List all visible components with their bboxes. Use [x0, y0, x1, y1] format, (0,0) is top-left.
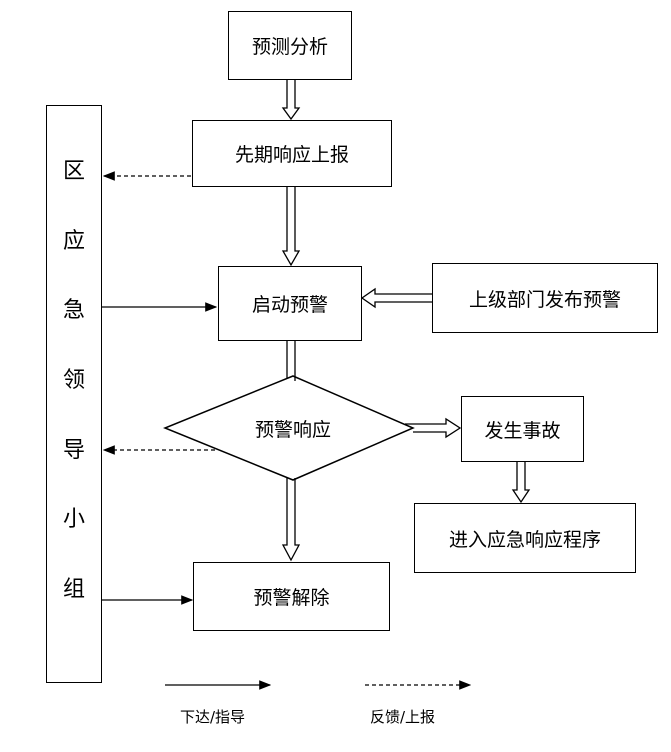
early-response-report-box[interactable]: 先期响应上报 — [192, 120, 392, 187]
warning-response-label-wrap: 预警响应 — [225, 412, 361, 444]
forecast-analysis-box[interactable]: 预测分析 — [228, 11, 352, 80]
superior-warning-label: 上级部门发布预警 — [468, 288, 621, 311]
flow-arrow-forecast-to-report — [281, 79, 301, 121]
leader-group-char: 导 — [62, 437, 85, 463]
emergency-procedure-label: 进入应急响应程序 — [448, 528, 601, 551]
accident-box[interactable]: 发生事故 — [461, 396, 584, 462]
legend-solid-label: 下达/指导 — [180, 708, 246, 726]
leader-group-box[interactable]: 区 应 急 领 导 小 组 — [46, 105, 102, 683]
flow-arrow-response-to-accident — [405, 417, 462, 439]
leader-group-char: 小 — [62, 507, 85, 533]
flow-arrow-report-to-start — [281, 186, 301, 267]
flow-line-start-to-response — [286, 340, 296, 381]
start-warning-box[interactable]: 启动预警 — [218, 266, 362, 341]
leader-group-char: 领 — [62, 367, 85, 393]
warning-lift-label: 预警解除 — [253, 587, 330, 609]
warning-response-diamond[interactable] — [163, 375, 415, 481]
start-warning-label: 启动预警 — [251, 294, 328, 316]
flow-arrow-accident-to-procedure — [511, 462, 531, 504]
emergency-procedure-box[interactable]: 进入应急响应程序 — [414, 503, 636, 573]
leader-group-char: 急 — [62, 298, 85, 324]
flow-arrow-response-to-lift — [281, 478, 301, 562]
legend-dashed-label: 反馈/上报 — [370, 708, 436, 726]
warning-lift-box[interactable]: 预警解除 — [193, 562, 390, 631]
superior-warning-box[interactable]: 上级部门发布预警 — [432, 263, 658, 333]
forecast-analysis-label: 预测分析 — [251, 36, 328, 58]
leader-group-char: 应 — [62, 228, 85, 254]
accident-label: 发生事故 — [484, 419, 561, 442]
warning-response-label: 预警响应 — [254, 418, 331, 441]
leader-group-char: 区 — [62, 158, 85, 184]
leader-group-char: 组 — [62, 577, 85, 603]
early-response-report-label: 先期响应上报 — [234, 144, 349, 166]
flow-arrow-superior-to-start — [360, 287, 432, 309]
